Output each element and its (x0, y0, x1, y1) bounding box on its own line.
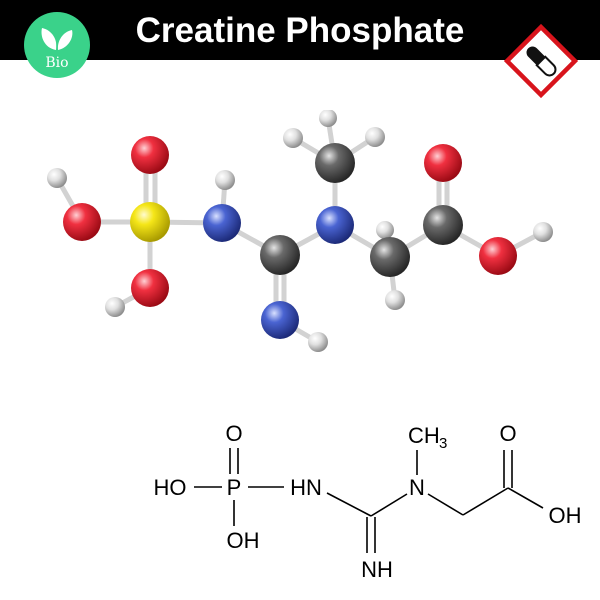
hydrogen-atom (365, 127, 385, 147)
hydrogen-atom (376, 221, 394, 239)
oxygen-atom (131, 136, 169, 174)
structural-formula: O HO P HN OH N CH 3 NH O OH (154, 421, 582, 582)
hydrogen-atom (385, 290, 405, 310)
oxygen-atom (63, 203, 101, 241)
atom-label-p: P (227, 475, 242, 500)
hydrogen-atom (105, 297, 125, 317)
atom-label-nh: NH (361, 557, 393, 582)
formula-labels: O HO P HN OH N CH 3 NH O OH (154, 421, 582, 582)
hydrogen-atom (308, 332, 328, 352)
carbon-atom (370, 237, 410, 277)
hydrogen-atom (215, 170, 235, 190)
atom-label-ho: HO (154, 475, 187, 500)
bond-line (507, 487, 544, 509)
nitrogen-atom (316, 206, 354, 244)
atom-label-ch: CH (408, 423, 440, 448)
bond-line (370, 493, 408, 517)
carbon-atom (260, 235, 300, 275)
atom-label-n: N (409, 475, 425, 500)
atoms (47, 110, 553, 352)
bond-line (462, 487, 509, 516)
title-bar (0, 0, 600, 60)
hydrogen-atom (283, 128, 303, 148)
hydrogen-atom (319, 110, 337, 127)
page-title: Creatine Phosphate (135, 11, 465, 50)
hazard-badge (503, 23, 579, 99)
ball-and-stick-model (47, 110, 553, 352)
capsule-icon (526, 46, 557, 77)
nitrogen-atom (203, 204, 241, 242)
atom-label-oh: OH (227, 528, 260, 553)
atom-label-subscript: 3 (439, 435, 447, 452)
hydrogen-atom (47, 168, 67, 188)
atom-label-hn: HN (290, 475, 322, 500)
phosphorus-atom (130, 202, 170, 242)
carbon-atom (423, 205, 463, 245)
carbon-atom (315, 143, 355, 183)
bond-line (427, 493, 464, 516)
nitrogen-atom (261, 301, 299, 339)
leaf-icon (41, 28, 73, 52)
hydrogen-atom (533, 222, 553, 242)
bond-line (326, 492, 372, 517)
formula-bonds (194, 448, 544, 553)
oxygen-atom (131, 269, 169, 307)
bio-leaf-logo: Bio (24, 12, 90, 78)
oxygen-atom (479, 237, 517, 275)
bonds (54, 115, 546, 345)
atom-label-o: O (499, 421, 516, 446)
atom-label-o: O (225, 421, 242, 446)
oxygen-atom (424, 144, 462, 182)
bio-logo-text: Bio (45, 55, 68, 71)
atom-label-oh: OH (549, 503, 582, 528)
